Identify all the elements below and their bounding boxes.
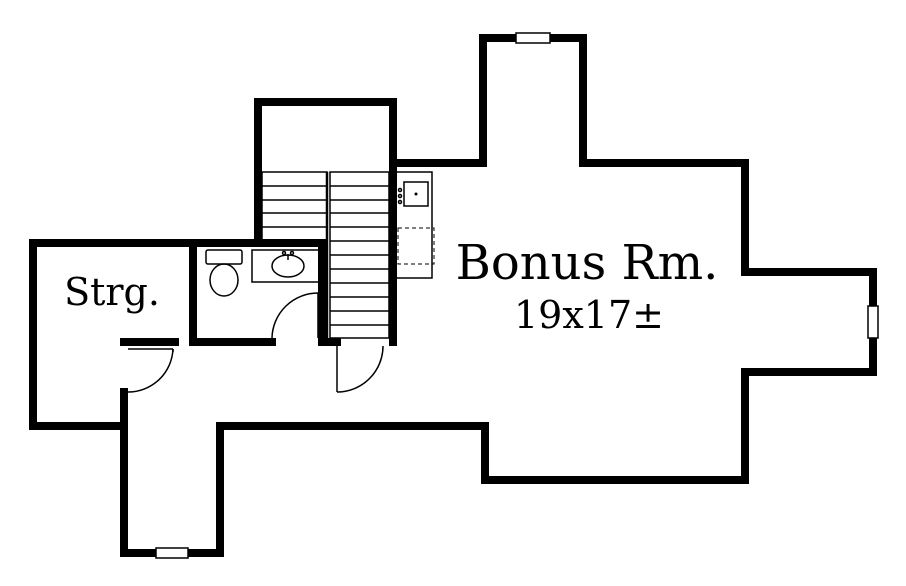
stair-door xyxy=(336,345,384,393)
staircase xyxy=(261,171,390,342)
interior-walls xyxy=(120,159,397,430)
toilet-icon xyxy=(205,249,243,297)
storage-door xyxy=(127,348,174,393)
bonus-room-dimensions: 19x17± xyxy=(514,293,664,337)
bonus-room-label: Bonus Rm. xyxy=(456,235,719,291)
bath-door xyxy=(271,292,319,339)
windows xyxy=(155,32,879,559)
bath-sink-icon xyxy=(251,249,321,283)
storage-label: Strg. xyxy=(64,270,160,314)
exterior-walls xyxy=(29,34,877,557)
bar-sink-icon xyxy=(395,171,435,279)
